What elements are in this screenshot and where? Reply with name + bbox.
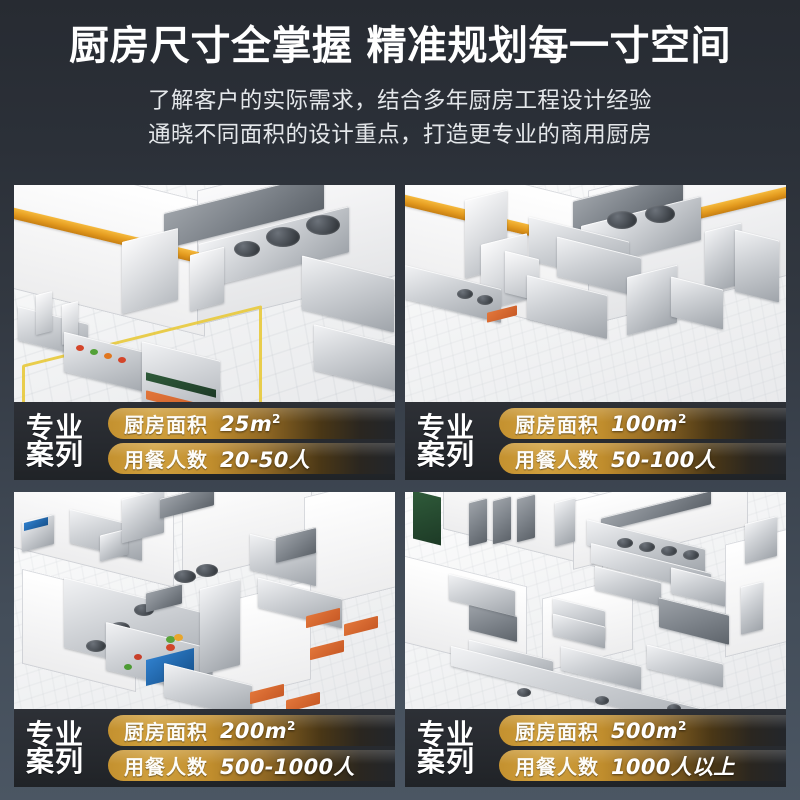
page-title-right: 精准规划每一寸空间 bbox=[366, 23, 731, 69]
case-tag: 专业 案列 bbox=[22, 717, 108, 778]
case-tag: 专业 案列 bbox=[413, 717, 499, 778]
dish-rack bbox=[735, 229, 779, 303]
area-value: 200m2 bbox=[220, 718, 296, 743]
cold-room-rack bbox=[413, 492, 441, 546]
kitchen-render-25sqm bbox=[14, 185, 395, 402]
case-tag-line-1: 专业 bbox=[26, 410, 85, 444]
storage-shelving-unit bbox=[555, 497, 575, 547]
case-label-bar: 专业 案列 厨房面积 25m2 用餐人数 20-50人 bbox=[14, 402, 395, 480]
vegetable-produce bbox=[104, 353, 112, 359]
spec-pill-diners: 用餐人数 1000人以上 bbox=[499, 750, 786, 781]
area-label: 厨房面积 bbox=[515, 720, 599, 744]
vegetable-produce bbox=[166, 636, 175, 643]
wok-burner bbox=[661, 546, 677, 556]
kitchen-render-100sqm bbox=[405, 185, 786, 402]
service-burner bbox=[595, 696, 609, 705]
case-tag-line-1: 专业 bbox=[417, 717, 476, 751]
walkin-cooler-rack bbox=[493, 495, 511, 545]
subtitle-line-2: 通晓不同面积的设计重点，打造更专业的商用厨房 bbox=[148, 122, 652, 149]
vegetable-produce bbox=[118, 357, 126, 363]
diners-value: 50-100人 bbox=[611, 447, 716, 472]
wok-burner bbox=[266, 227, 300, 247]
vegetable-produce bbox=[90, 349, 98, 355]
wok-burner bbox=[306, 215, 340, 235]
diners-value: 20-50人 bbox=[220, 447, 310, 472]
wok-burner bbox=[683, 550, 699, 560]
kitchen-render-500sqm bbox=[405, 492, 786, 709]
case-label-bar: 专业 案列 厨房面积 200m2 用餐人数 500-1000人 bbox=[14, 709, 395, 787]
stock-pot-range bbox=[190, 246, 224, 312]
case-grid: 专业 案列 厨房面积 25m2 用餐人数 20-50人 bbox=[14, 185, 786, 787]
diners-value: 500-1000人 bbox=[220, 754, 355, 779]
wok-burner bbox=[234, 241, 260, 257]
diners-value: 1000人以上 bbox=[611, 754, 735, 779]
diners-label: 用餐人数 bbox=[515, 448, 599, 472]
vegetable-produce bbox=[166, 644, 175, 651]
case-tag-line-2: 案列 bbox=[417, 745, 476, 778]
diners-label: 用餐人数 bbox=[124, 755, 208, 779]
subtitle-line-1: 了解客户的实际需求，结合多年厨房工程设计经验 bbox=[148, 87, 652, 114]
spec-pill-area: 厨房面积 100m2 bbox=[499, 408, 786, 439]
case-spec-pills: 厨房面积 500m2 用餐人数 1000人以上 bbox=[499, 715, 786, 781]
wok-burner bbox=[196, 564, 218, 577]
area-label: 厨房面积 bbox=[124, 720, 208, 744]
case-tag-line-2: 案列 bbox=[26, 438, 85, 471]
case-spec-pills: 厨房面积 200m2 用餐人数 500-1000人 bbox=[108, 715, 395, 781]
page-title-left: 厨房尺寸全掌握 bbox=[69, 23, 353, 69]
vegetable-produce bbox=[134, 654, 142, 660]
steamer-cabinet bbox=[122, 228, 178, 314]
case-tag-line-2: 案列 bbox=[26, 745, 85, 778]
area-value: 500m2 bbox=[611, 718, 687, 743]
case-tag-line-2: 案列 bbox=[417, 438, 476, 471]
spec-pill-area: 厨房面积 500m2 bbox=[499, 715, 786, 746]
water-boiler bbox=[36, 291, 52, 335]
wok-burner bbox=[639, 542, 655, 552]
case-label-bar: 专业 案列 厨房面积 100m2 用餐人数 50-100人 bbox=[405, 402, 786, 480]
case-card-200[interactable]: 专业 案列 厨房面积 200m2 用餐人数 500-1000人 bbox=[14, 492, 395, 787]
case-tag-line-1: 专业 bbox=[417, 410, 476, 444]
wok-burner bbox=[645, 205, 675, 223]
wok-burner bbox=[86, 640, 106, 652]
vegetable-produce bbox=[174, 634, 183, 641]
page-title: 厨房尺寸全掌握精准规划每一寸空间 bbox=[0, 22, 800, 71]
stove-burner bbox=[477, 295, 493, 305]
service-burner bbox=[517, 688, 531, 697]
case-tag-line-1: 专业 bbox=[26, 717, 85, 751]
vegetable-produce bbox=[76, 345, 84, 351]
wok-burner bbox=[174, 570, 196, 583]
diners-label: 用餐人数 bbox=[515, 755, 599, 779]
walkin-cooler-rack bbox=[517, 493, 535, 543]
wok-burner bbox=[607, 211, 637, 229]
case-card-25[interactable]: 专业 案列 厨房面积 25m2 用餐人数 20-50人 bbox=[14, 185, 395, 480]
spec-pill-diners: 用餐人数 20-50人 bbox=[108, 443, 395, 474]
service-burner bbox=[667, 704, 681, 709]
spec-pill-area: 厨房面积 200m2 bbox=[108, 715, 395, 746]
case-label-bar: 专业 案列 厨房面积 500m2 用餐人数 1000人以上 bbox=[405, 709, 786, 787]
case-tag: 专业 案列 bbox=[22, 410, 108, 471]
case-tag: 专业 案列 bbox=[413, 410, 499, 471]
page-subtitle: 了解客户的实际需求，结合多年厨房工程设计经验 通晓不同面积的设计重点，打造更专业… bbox=[0, 85, 800, 152]
wok-burner bbox=[617, 538, 633, 548]
area-label: 厨房面积 bbox=[124, 413, 208, 437]
pass-through-counter bbox=[200, 579, 240, 675]
page-header: 厨房尺寸全掌握精准规划每一寸空间 了解客户的实际需求，结合多年厨房工程设计经验 … bbox=[0, 0, 800, 152]
area-label: 厨房面积 bbox=[515, 413, 599, 437]
spec-pill-area: 厨房面积 25m2 bbox=[108, 408, 395, 439]
case-card-500[interactable]: 专业 案列 厨房面积 500m2 用餐人数 1000人以上 bbox=[405, 492, 786, 787]
stove-burner bbox=[457, 289, 473, 299]
case-card-100[interactable]: 专业 案列 厨房面积 100m2 用餐人数 50-100人 bbox=[405, 185, 786, 480]
spec-pill-diners: 用餐人数 50-100人 bbox=[499, 443, 786, 474]
walkin-cooler-rack bbox=[469, 497, 487, 547]
area-value: 100m2 bbox=[611, 411, 687, 436]
spec-pill-diners: 用餐人数 500-1000人 bbox=[108, 750, 395, 781]
diners-label: 用餐人数 bbox=[124, 448, 208, 472]
right-side-unit bbox=[741, 581, 763, 635]
right-side-unit bbox=[745, 516, 777, 564]
area-value: 25m2 bbox=[220, 411, 281, 436]
case-spec-pills: 厨房面积 25m2 用餐人数 20-50人 bbox=[108, 408, 395, 474]
case-spec-pills: 厨房面积 100m2 用餐人数 50-100人 bbox=[499, 408, 786, 474]
vegetable-produce bbox=[124, 664, 132, 670]
kitchen-render-200sqm bbox=[14, 492, 395, 709]
